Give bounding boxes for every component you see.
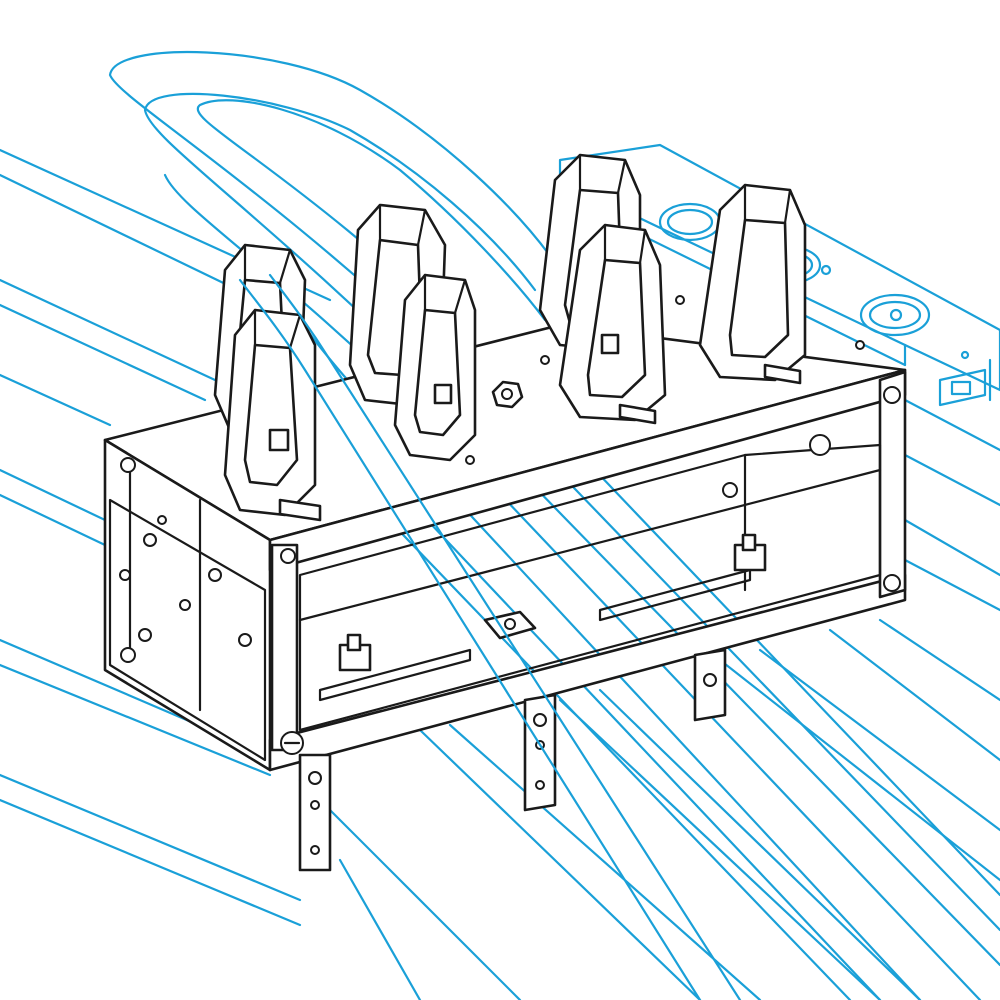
screw-icon [883, 386, 901, 404]
left-plate-holes [119, 457, 252, 663]
cable-clip [698, 183, 807, 385]
rail-lines-right [903, 398, 1000, 612]
front-post-right [878, 370, 907, 599]
standoff [733, 533, 767, 572]
slide-nut [483, 610, 537, 640]
front-rail-bottom [268, 573, 907, 772]
switch-icon [938, 368, 987, 407]
standoff [338, 633, 372, 672]
socket-icon [859, 293, 931, 337]
hanger-strap [298, 753, 332, 872]
context-lines [0, 50, 1000, 1000]
nut-icon [491, 380, 524, 409]
cable-foreground [238, 273, 742, 1000]
screw-icon [280, 731, 304, 755]
cable-clip [223, 308, 322, 522]
hanger-strap [693, 648, 727, 722]
cable-clip [393, 273, 477, 462]
cable-clip [558, 223, 667, 425]
mounting-bracket [103, 295, 907, 872]
nut-icon [809, 434, 831, 456]
front-post-left [270, 543, 299, 752]
screw-icon [722, 482, 738, 498]
screw-icon [883, 574, 901, 592]
hanger-strap [523, 693, 557, 812]
screw-icon [280, 548, 296, 564]
cable-clips [213, 153, 807, 522]
tray-floor [298, 618, 1000, 1000]
